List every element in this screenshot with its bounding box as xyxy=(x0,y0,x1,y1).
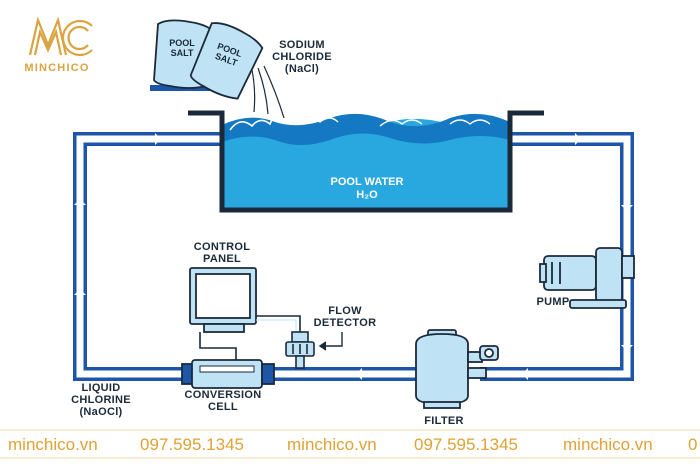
liquid-chlorine-label: CHLORINE xyxy=(71,394,131,406)
filter-label: FILTER xyxy=(424,415,463,427)
salt-bag-icon: POOL SALT xyxy=(189,22,264,100)
filter-icon xyxy=(415,329,499,409)
conversion-cell-label: CELL xyxy=(208,401,238,413)
conversion-cell-label: CONVERSION xyxy=(185,389,262,401)
flow-detector-icon xyxy=(285,331,315,369)
bag-text-line2: SALT xyxy=(171,48,194,58)
liquid-chlorine-formula: (NaOCl) xyxy=(79,406,122,418)
salt-stream xyxy=(251,65,285,119)
conversion-cell-icon xyxy=(181,359,275,389)
bag-text-line1: POOL xyxy=(169,38,195,48)
liquid-chlorine-label: LIQUID xyxy=(81,382,120,394)
sodium-chloride-formula: (NaCl) xyxy=(285,63,319,75)
sodium-chloride-label: CHLORIDE xyxy=(272,51,332,63)
arrow-left-icon xyxy=(522,368,538,380)
flow-detector-label: FLOW xyxy=(328,305,362,317)
sodium-chloride-label: SODIUM xyxy=(279,39,325,51)
footer-link: minchico.vn xyxy=(563,435,653,454)
control-wire xyxy=(199,315,301,360)
pump-icon xyxy=(539,247,635,309)
pointer-arrow-icon xyxy=(318,332,343,351)
footer-phone: 097.595.1345 xyxy=(414,435,518,454)
pool-water-label: POOL WATER xyxy=(331,176,404,188)
arrow-right-icon xyxy=(145,133,161,145)
pump-label: PUMP xyxy=(537,296,570,308)
brand-logo: MINCHICO xyxy=(24,16,93,74)
arrow-up-icon xyxy=(74,199,86,215)
control-panel-label: PANEL xyxy=(203,253,241,265)
logo-wordmark: MINCHICO xyxy=(24,62,89,74)
logo-mark-icon xyxy=(28,16,93,57)
flow-arrows xyxy=(74,133,633,380)
control-panel-label: CONTROL xyxy=(194,241,250,253)
pool: POOL WATER H₂O xyxy=(188,110,544,213)
arrow-left-icon xyxy=(356,368,372,380)
flow-detector-label: DETECTOR xyxy=(314,317,377,329)
pool-water-formula: H₂O xyxy=(356,189,378,201)
arrow-down-icon xyxy=(621,195,633,211)
footer-link: minchico.vn xyxy=(8,435,98,454)
arrow-right-icon xyxy=(565,133,581,145)
salt-bags: POOL SALT POOL SALT SODIUM CHLORIDE (NaC… xyxy=(150,19,332,119)
arrow-down-icon xyxy=(621,335,633,351)
control-panel-icon xyxy=(189,267,257,333)
footer-phone: 097.595.1345 xyxy=(140,435,244,454)
footer-bar: minchico.vn 097.595.1345 minchico.vn 097… xyxy=(0,429,700,459)
arrow-up-icon xyxy=(74,289,86,305)
footer-link: minchico.vn xyxy=(287,435,377,454)
footer-phone: 0 xyxy=(688,435,697,454)
